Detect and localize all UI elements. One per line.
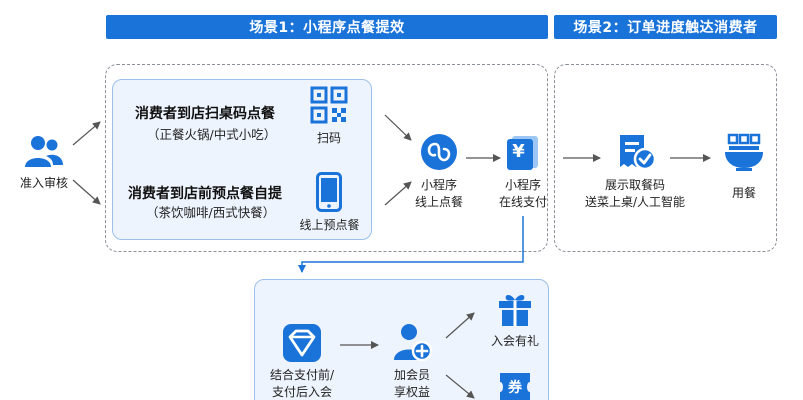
user-add-icon [394,324,433,362]
scene2-frame [554,64,777,252]
dine-in-sub: （正餐火锅/中式小吃） [147,127,277,142]
mini-program-icon [421,134,457,170]
mini-program-label: 小程序 [420,178,457,192]
arrow-entry-to-pre-order [72,179,101,205]
entry-label: 准入审核 [19,176,68,190]
membership-panel [254,279,549,400]
qr-bowl-icon [725,133,763,171]
ordering-panel [112,79,372,240]
online-pre-order-label: 线上预点餐 [299,218,360,232]
dine-in-title: 消费者到店扫桌码点餐 [135,106,275,122]
online-order-label: 线上点餐 [414,195,463,209]
phone-icon [316,172,342,212]
scene1-banner: 场景1：小程序点餐提效 [106,15,548,39]
mini-program-pay-label: 小程序 [504,178,541,192]
coupon-glyph: 券 [508,380,522,396]
receipt-check-icon [620,135,657,171]
gift-icon [499,295,531,326]
scan-label: 扫码 [316,131,341,145]
online-pay-label: 在线支付 [498,195,547,209]
member-label-line2: 享权益 [393,385,430,399]
scene2-banner: 场景2：订单进度触达消费者 [554,15,777,39]
yuan-receipt-icon [507,136,538,170]
gift-label: 入会有礼 [490,334,539,348]
pre-order-title: 消费者到店前预点餐自提 [128,186,282,202]
join-label-line1: 结合支付前/ [269,368,335,382]
qr-code-icon [310,86,348,124]
member-label-line1: 加会员 [393,368,430,382]
yuan-glyph: ¥ [512,141,525,162]
dining-label: 用餐 [731,186,756,200]
join-label-line2: 支付后入会 [271,385,332,399]
coupon-icon [500,373,530,400]
arrow-entry-to-dine-in [72,121,101,146]
show-code-label: 展示取餐码 [604,178,665,192]
diamond-icon [283,324,321,362]
delivery-label: 送菜上桌/人工智能 [584,195,686,209]
user-group-icon [25,136,63,167]
pre-order-sub: （茶饮咖啡/西式快餐） [146,205,276,220]
